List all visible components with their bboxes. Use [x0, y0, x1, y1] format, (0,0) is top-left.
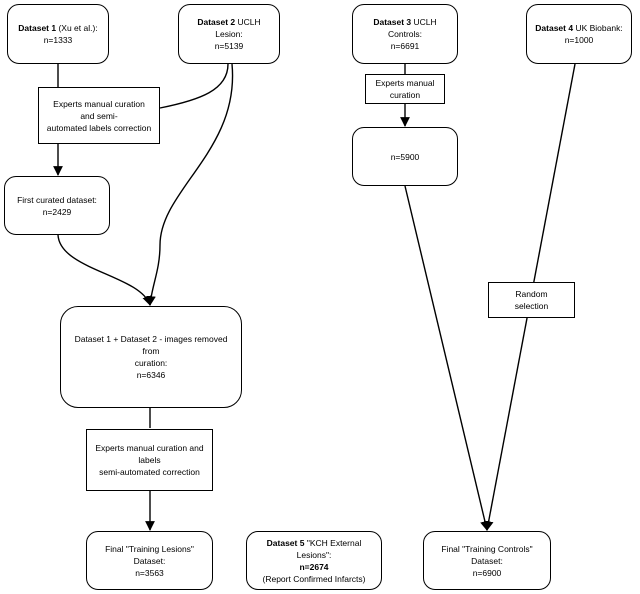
first-curated-label: First curated dataset: — [17, 194, 97, 205]
combined-dataset-box: Dataset 1 + Dataset 2 - images removed f… — [60, 306, 242, 408]
curation-step-1: Experts manual curation and semi- automa… — [38, 87, 160, 144]
dataset-5-note: (Report Confirmed Infarcts) — [262, 573, 366, 584]
dataset-2-box: Dataset 2 UCLH Lesion: n=5139 — [178, 4, 280, 64]
combined-count: n=6346 — [136, 370, 166, 380]
dataset-5-box: Dataset 5 "KCH External Lesions": n=2674… — [246, 531, 382, 590]
curation-step-2: Experts manual curation and labels semi-… — [86, 429, 213, 491]
dataset-1-count: n=1333 — [43, 35, 73, 45]
final-training-controls-box: Final "Training Controls" Dataset: n=690… — [423, 531, 551, 590]
edge-ds3curated-to-final-controls — [404, 185, 490, 531]
dataset-5-subtitle: "KCH External Lesions": — [296, 537, 362, 560]
curation-step-3-line2: curation — [389, 90, 421, 100]
curation-step-1-line2: automated labels correction — [46, 122, 152, 133]
curation-step-2-line1: Experts manual curation and labels — [95, 443, 204, 465]
combined-line2: curation: — [134, 358, 168, 368]
dataset-5-count: n=2674 — [299, 561, 329, 572]
curation-step-2-line2: semi-automated correction — [99, 467, 200, 477]
final-lesions-count: n=3563 — [135, 567, 164, 578]
edge-ds2-to-curation1 — [159, 63, 229, 109]
final-controls-label: Final "Training Controls" Dataset: — [441, 543, 533, 566]
dataset-2-count: n=5139 — [214, 41, 244, 51]
first-curated-dataset-box: First curated dataset: n=2429 — [4, 176, 110, 235]
edge-first-curated-to-combined — [57, 234, 152, 306]
random-selection-line1: Random — [515, 289, 548, 299]
dataset-3-count: n=6691 — [390, 41, 420, 51]
curation-step-3-line1: Experts manual — [375, 78, 435, 88]
dataset-3-subtitle: UCLH Controls: — [387, 17, 437, 39]
dataset-4-count: n=1000 — [564, 35, 594, 45]
curation-step-1-line1: Experts manual curation and semi- — [53, 98, 145, 121]
dataset-3-curated-box: n=5900 — [352, 127, 458, 186]
first-curated-count: n=2429 — [42, 206, 72, 217]
dataset-3-title: Dataset 3 — [373, 17, 412, 27]
combined-line1: Dataset 1 + Dataset 2 - images removed f… — [74, 334, 228, 356]
dataset-1-title: Dataset 1 — [18, 23, 57, 33]
dataset-3-curated-count: n=5900 — [390, 151, 420, 162]
dataset-3-box: Dataset 3 UCLH Controls: n=6691 — [352, 4, 458, 64]
dataset-2-subtitle: UCLH Lesion: — [215, 17, 261, 39]
dataset-4-subtitle: UK Biobank: — [573, 23, 623, 33]
dataset-1-box: Dataset 1 (Xu et al.): n=1333 — [7, 4, 109, 64]
dataset-2-title: Dataset 2 — [197, 17, 236, 27]
dataset-4-box: Dataset 4 UK Biobank: n=1000 — [526, 4, 632, 64]
dataset-5-title: Dataset 5 — [266, 537, 305, 548]
dataset-4-title: Dataset 4 — [535, 23, 574, 33]
edge-ds2-to-combined — [146, 63, 234, 306]
final-lesions-label: Final "Training Lesions" Dataset: — [105, 543, 194, 566]
random-selection-line2: selection — [514, 301, 549, 311]
final-training-lesions-box: Final "Training Lesions" Dataset: n=3563 — [86, 531, 213, 590]
final-controls-count: n=6900 — [472, 567, 502, 578]
curation-step-3: Experts manual curation — [365, 74, 445, 104]
random-selection-step: Random selection — [488, 282, 575, 318]
dataset-1-subtitle: (Xu et al.): — [56, 23, 98, 33]
